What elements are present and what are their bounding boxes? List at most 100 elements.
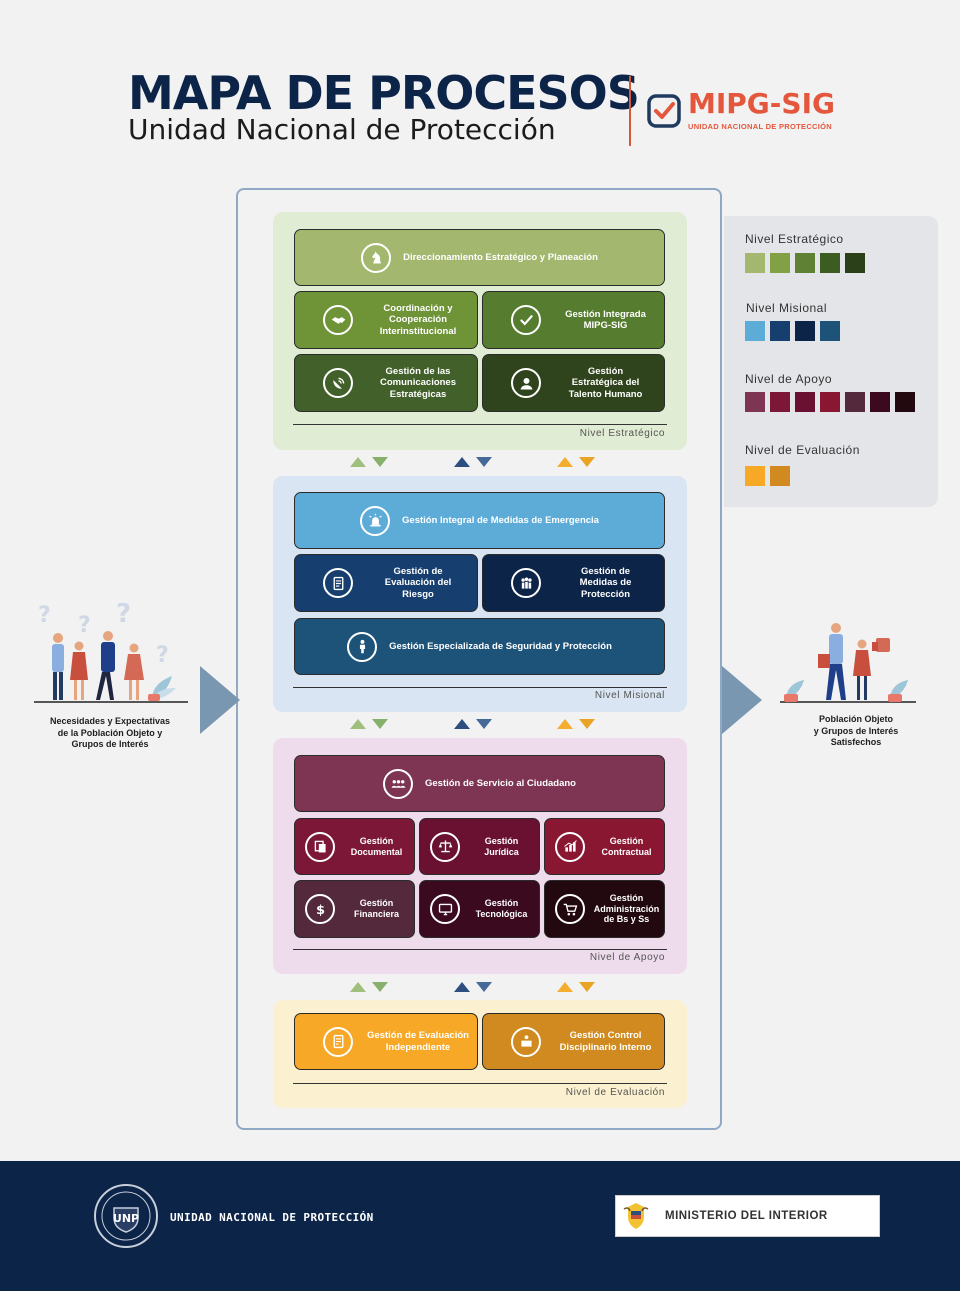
process-label: Gestión Jurídica bbox=[484, 835, 519, 857]
legend-swatch bbox=[770, 321, 790, 341]
svg-text:$: $ bbox=[316, 903, 325, 918]
process-label: Gestión de Medidas de Protección bbox=[579, 565, 632, 600]
legend-title-misional: Nivel Misional bbox=[746, 301, 828, 315]
process-comunicaciones-estrategicas[interactable]: Gestión de las Comunicaciones Estratégic… bbox=[294, 354, 478, 412]
process-servicio-ciudadano[interactable]: Gestión de Servicio al Ciudadano bbox=[294, 755, 665, 812]
legend-swatch bbox=[745, 253, 765, 273]
shopping-cart-icon bbox=[555, 894, 585, 924]
process-talento-humano[interactable]: Gestión Estratégica del Talento Humano bbox=[482, 354, 665, 412]
legend-swatch bbox=[820, 321, 840, 341]
arrow-down-icon bbox=[372, 982, 388, 992]
process-coordinacion-cooperacion[interactable]: Coordinación y Cooperación Interinstituc… bbox=[294, 291, 478, 349]
process-label: Gestión Administración de Bs y Ss bbox=[593, 892, 660, 925]
process-gestion-juridica[interactable]: Gestión Jurídica bbox=[419, 818, 540, 875]
ministerio-logo-box bbox=[615, 1195, 880, 1237]
user-icon bbox=[511, 368, 541, 398]
podium-icon bbox=[511, 1026, 541, 1057]
stakeholders-questions-illustration: ? ? ? ? bbox=[34, 599, 188, 703]
flow-arrows-2 bbox=[350, 719, 610, 731]
header-divider bbox=[629, 76, 631, 146]
mipg-check-logo-icon bbox=[647, 94, 681, 128]
process-label: Gestión Integrada MIPG-SIG bbox=[565, 308, 646, 331]
legend-swatch bbox=[870, 392, 890, 412]
mipg-sig-logo-text: MIPG-SIG bbox=[688, 87, 835, 120]
process-label: Gestión Estratégica del Talento Humano bbox=[568, 365, 643, 400]
arrow-up-icon bbox=[557, 982, 573, 992]
process-label: Gestión Especializada de Seguridad y Pro… bbox=[389, 640, 612, 652]
arrow-down-icon bbox=[372, 719, 388, 729]
arrow-up-icon bbox=[557, 457, 573, 467]
arrow-down-icon bbox=[476, 719, 492, 729]
legend-swatch bbox=[820, 253, 840, 273]
siren-icon bbox=[360, 505, 391, 536]
legend-swatch bbox=[795, 392, 815, 412]
legend-swatch bbox=[745, 392, 765, 412]
svg-text:?: ? bbox=[38, 603, 51, 628]
process-seguridad-proteccion[interactable]: Gestión Especializada de Seguridad y Pro… bbox=[294, 618, 665, 675]
output-arrow-icon bbox=[722, 666, 762, 734]
monitor-icon bbox=[430, 894, 460, 924]
process-gestion-integrada-mipg[interactable]: Gestión Integrada MIPG-SIG bbox=[482, 291, 665, 349]
process-label: Direccionamiento Estratégico y Planeació… bbox=[403, 251, 598, 263]
svg-text:?: ? bbox=[156, 643, 169, 668]
arrow-up-icon bbox=[350, 982, 366, 992]
process-label: Gestión Financiera bbox=[353, 898, 400, 919]
process-label: Gestión de Evaluación Independiente bbox=[367, 1030, 469, 1053]
process-evaluacion-independiente[interactable]: Gestión de Evaluación Independiente bbox=[294, 1013, 478, 1070]
arrow-down-icon bbox=[579, 982, 595, 992]
input-needs-text: Necesidades y Expectativas de la Poblaci… bbox=[49, 716, 171, 750]
arrow-up-icon bbox=[350, 457, 366, 467]
panel-label-evaluacion: Nivel de Evaluación bbox=[565, 1087, 665, 1098]
colombia-coat-of-arms-icon bbox=[623, 1203, 649, 1229]
process-label: Gestión de Evaluación del Riesgo bbox=[384, 565, 452, 600]
legend-swatch bbox=[770, 466, 790, 486]
process-control-disciplinario[interactable]: Gestión Control Disciplinario Interno bbox=[482, 1013, 665, 1070]
arrow-down-icon bbox=[476, 982, 492, 992]
svg-text:?: ? bbox=[78, 613, 91, 638]
process-medidas-proteccion[interactable]: Gestión de Medidas de Protección bbox=[482, 554, 665, 612]
legend-swatch bbox=[770, 253, 790, 273]
process-label: Gestión Documental bbox=[350, 835, 403, 857]
legend-swatch bbox=[820, 392, 840, 412]
process-gestion-contractual[interactable]: Gestión Contractual bbox=[544, 818, 665, 875]
legend-swatch bbox=[795, 321, 815, 341]
color-legend: Nivel Estratégico Nivel Misional Nivel d… bbox=[724, 216, 938, 507]
legend-swatch bbox=[895, 392, 915, 412]
arrow-down-icon bbox=[579, 457, 595, 467]
checkmark-icon bbox=[511, 305, 541, 335]
process-gestion-financiera[interactable]: $ Gestión Financiera bbox=[294, 880, 415, 938]
panel-rule bbox=[293, 424, 667, 425]
panel-label-misional: Nivel Misional bbox=[594, 690, 665, 701]
footer-unp-name: UNIDAD NACIONAL DE PROTECCIÓN bbox=[170, 1211, 374, 1224]
arrow-up-icon bbox=[350, 719, 366, 729]
page-title: MAPA DE PROCESOS bbox=[128, 66, 640, 120]
satisfied-population-illustration bbox=[780, 623, 916, 703]
arrow-down-icon bbox=[476, 457, 492, 467]
legend-swatch bbox=[845, 392, 865, 412]
process-administracion-bienes[interactable]: Gestión Administración de Bs y Ss bbox=[544, 880, 665, 938]
footer-ministerio-name: MINISTERIO DEL INTERIOR bbox=[665, 1210, 828, 1222]
legend-swatch bbox=[745, 466, 765, 486]
process-direccionamiento-estrategico[interactable]: Direccionamiento Estratégico y Planeació… bbox=[294, 229, 665, 286]
process-gestion-tecnologica[interactable]: Gestión Tecnológica bbox=[419, 880, 540, 938]
bodyguard-icon bbox=[347, 631, 378, 662]
process-label: Coordinación y Cooperación Interinstituc… bbox=[379, 302, 457, 337]
flow-arrows-3 bbox=[350, 982, 610, 994]
legend-title-evaluacion: Nivel de Evaluación bbox=[745, 443, 860, 457]
process-label: Gestión Tecnológica bbox=[475, 898, 528, 919]
dollar-icon: $ bbox=[305, 894, 335, 924]
legend-swatch bbox=[770, 392, 790, 412]
mipg-sig-logo-subtext: UNIDAD NACIONAL DE PROTECCIÓN bbox=[688, 122, 832, 131]
panel-rule bbox=[293, 1083, 667, 1084]
chess-knight-icon bbox=[361, 242, 392, 273]
people-group-icon bbox=[511, 568, 541, 598]
arrow-up-icon bbox=[454, 719, 470, 729]
svg-text:?: ? bbox=[116, 599, 131, 629]
output-satisfied-text: Población Objeto y Grupos de Interés Sat… bbox=[813, 714, 899, 748]
process-gestion-documental[interactable]: Gestión Documental bbox=[294, 818, 415, 875]
legend-swatch bbox=[745, 321, 765, 341]
panel-label-estrategico: Nivel Estratégico bbox=[579, 428, 665, 439]
process-evaluacion-riesgo[interactable]: Gestión de Evaluación del Riesgo bbox=[294, 554, 478, 612]
unp-seal-text: UNP bbox=[113, 1212, 139, 1225]
process-medidas-emergencia[interactable]: Gestión Integral de Medidas de Emergenci… bbox=[294, 492, 665, 549]
